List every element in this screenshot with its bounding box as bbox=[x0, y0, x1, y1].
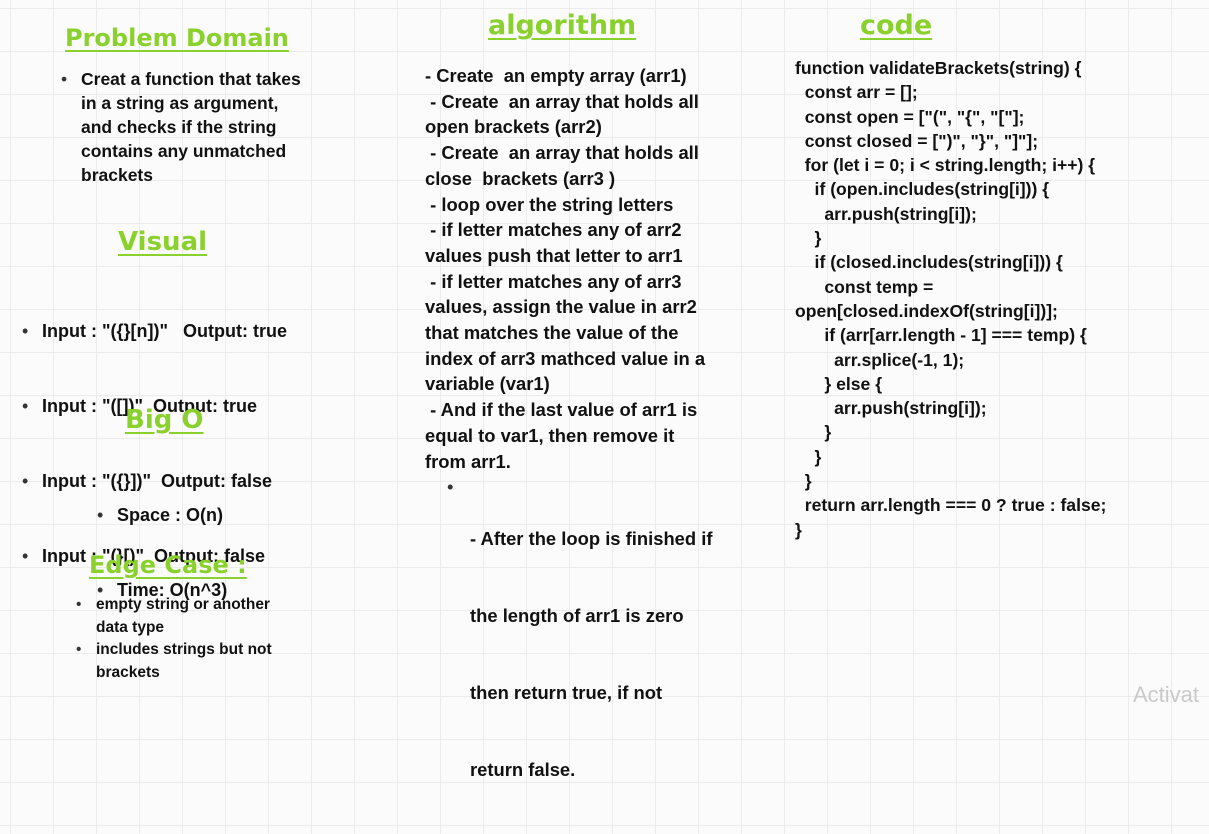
big-o-heading: Big O bbox=[125, 405, 204, 435]
code-line: if (arr[arr.length - 1] === temp) { bbox=[795, 325, 1087, 346]
code-line: } bbox=[795, 446, 822, 467]
problem-domain-heading: Problem Domain bbox=[65, 24, 289, 52]
edge-case-list: empty string or another data type includ… bbox=[76, 594, 286, 684]
algorithm-line: - loop over the string letters bbox=[425, 193, 674, 215]
code-line: arr.splice(-1, 1); bbox=[795, 349, 965, 370]
algorithm-steps: - Create an empty array (arr1) - Create … bbox=[425, 63, 770, 834]
code-line: open[closed.indexOf(string[i])]; bbox=[795, 300, 1058, 321]
code-line: function validateBrackets(string) { bbox=[795, 58, 1082, 78]
code-line: for (let i = 0; i < string.length; i++) … bbox=[795, 155, 1096, 176]
code-line: arr.push(string[i]); bbox=[795, 398, 987, 419]
algorithm-sub-line: the length of arr1 is zero bbox=[470, 604, 684, 626]
algorithm-line: close brackets (arr3 ) bbox=[425, 167, 616, 189]
algorithm-line: - if letter matches any of arr2 bbox=[425, 219, 682, 241]
algorithm-line: index of arr3 mathced value in a bbox=[425, 347, 706, 369]
edge-case-heading: Edge Case : bbox=[89, 551, 247, 579]
code-line: return arr.length === 0 ? true : false; bbox=[795, 495, 1107, 516]
visual-example-item: Input : "({}[n])" Output: true bbox=[22, 319, 352, 344]
algorithm-line: values push that letter to arr1 bbox=[425, 244, 683, 266]
algorithm-line: variable (var1) bbox=[425, 373, 550, 395]
code-line: if (closed.includes(string[i])) { bbox=[795, 252, 1063, 273]
algorithm-line: - if letter matches any of arr3 bbox=[425, 270, 682, 292]
algorithm-heading: algorithm bbox=[488, 10, 637, 41]
algorithm-line: - Create an array that holds all bbox=[425, 90, 699, 112]
edge-case-item: includes strings but not brackets bbox=[76, 639, 286, 684]
code-line: const open = ["(", "{", "["]; bbox=[795, 106, 1025, 127]
code-heading: code bbox=[860, 10, 933, 41]
algorithm-line: from arr1. bbox=[425, 450, 511, 472]
code-line: } bbox=[795, 519, 802, 540]
algorithm-sub-item: - After the loop is finished if the leng… bbox=[447, 474, 770, 834]
algorithm-line: values, assign the value in arr2 bbox=[425, 296, 697, 318]
algorithm-sub-line: then return true, if not bbox=[470, 681, 663, 703]
algorithm-line: equal to var1, then remove it bbox=[425, 424, 675, 446]
activation-watermark: Activat bbox=[1133, 682, 1200, 707]
code-line: } bbox=[795, 228, 822, 249]
algorithm-line: - Create an array that holds all bbox=[425, 142, 699, 164]
code-line: arr.push(string[i]); bbox=[795, 203, 977, 224]
algorithm-line: - And if the last value of arr1 is bbox=[425, 399, 698, 421]
problem-domain-list: Creat a function that takes in a string … bbox=[61, 67, 311, 187]
algorithm-sub-line: - After the loop is finished if bbox=[470, 527, 713, 549]
code-line: const closed = [")", "}", "]"]; bbox=[795, 130, 1039, 151]
code-line: } bbox=[795, 471, 812, 492]
code-line: } bbox=[795, 422, 832, 443]
code-line: const temp = bbox=[795, 276, 934, 297]
problem-domain-item: Creat a function that takes in a string … bbox=[61, 67, 311, 187]
algorithm-sub-list: - After the loop is finished if the leng… bbox=[425, 474, 770, 834]
edge-case-item: empty string or another data type bbox=[76, 594, 286, 639]
visual-example-item: Input : "([])" Output: true bbox=[22, 394, 352, 419]
code-line: } else { bbox=[795, 373, 883, 394]
algorithm-line: that matches the value of the bbox=[425, 322, 679, 344]
big-o-item: Space : O(n) bbox=[97, 503, 227, 528]
visual-example-item: Input : "(}[)" Output: false bbox=[22, 544, 352, 569]
visual-list: Input : "({}[n])" Output: true Input : "… bbox=[22, 269, 352, 594]
code-line: if (open.includes(string[i])) { bbox=[795, 179, 1050, 200]
algorithm-line: open brackets (arr2) bbox=[425, 116, 602, 138]
code-line: const arr = []; bbox=[795, 82, 918, 103]
algorithm-line: - Create an empty array (arr1) bbox=[425, 65, 687, 86]
code-snippet: function validateBrackets(string) { cons… bbox=[795, 56, 1106, 542]
visual-example-item: Input : "({}])" Output: false bbox=[22, 469, 352, 494]
algorithm-sub-line: return false. bbox=[470, 758, 576, 780]
visual-heading: Visual bbox=[118, 227, 208, 257]
